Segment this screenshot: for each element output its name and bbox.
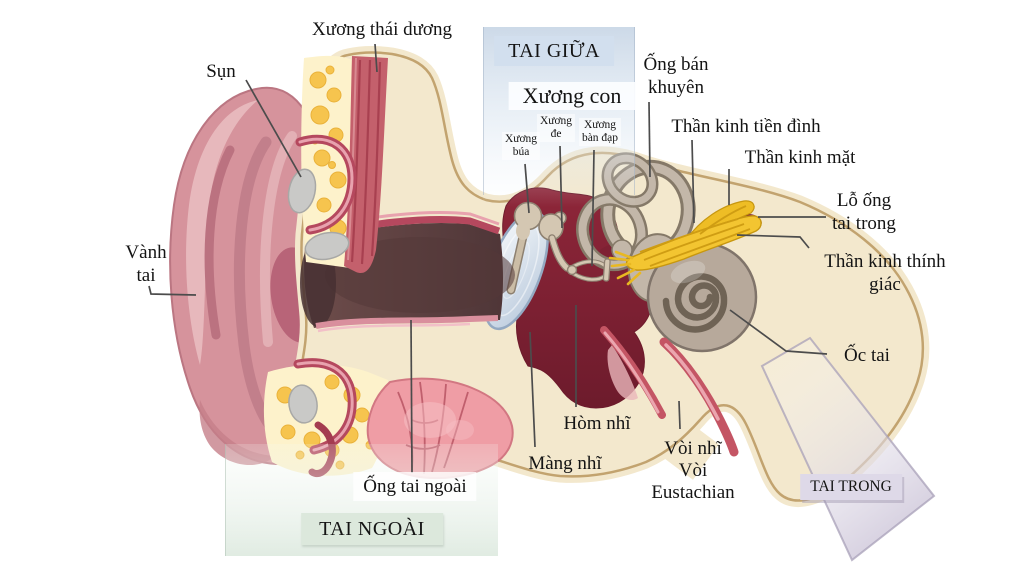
cartilage-illustration bbox=[287, 134, 357, 478]
leader-lines bbox=[148, 43, 828, 474]
leader-line-vestibular bbox=[691, 139, 695, 224]
label-auricle: Vành tai bbox=[125, 242, 167, 286]
label-incus: Xương đe bbox=[536, 114, 576, 142]
label-ear-canal: Ống tai ngoài bbox=[353, 472, 477, 501]
label-tympanic-cavity: Hòm nhĩ bbox=[563, 413, 631, 434]
label-eardrum: Màng nhĩ bbox=[528, 453, 602, 474]
label-stapes: Xương bàn đạp bbox=[578, 118, 622, 146]
leader-line-temporal-bone bbox=[374, 43, 378, 73]
leader-line-semicircular bbox=[648, 101, 651, 178]
leader-line-eustachian bbox=[678, 400, 681, 430]
auditory-nerve-illustration bbox=[608, 200, 762, 286]
leader-line-ear-canal bbox=[410, 319, 413, 474]
leader-line-malleus bbox=[524, 163, 530, 214]
region-header-outer-ear: TAI NGOÀI bbox=[301, 513, 443, 545]
leader-line-incus bbox=[559, 145, 563, 229]
region-header-middle-ear: TAI GIỮA bbox=[494, 36, 614, 66]
label-facial-nerve: Thần kinh mặt bbox=[744, 147, 856, 168]
label-cochlea: Ốc tai bbox=[844, 345, 890, 366]
incus-illustration bbox=[538, 211, 571, 272]
region-header-ossicles: Xương con bbox=[508, 82, 636, 110]
label-auditory-nerve: Thần kinh thính giác bbox=[824, 251, 946, 295]
label-temporal-bone: Xương thái dương bbox=[312, 19, 452, 40]
leader-line-cartilage bbox=[245, 79, 302, 178]
label-internal-acoustic-opening: Lỗ ống tai trong bbox=[832, 190, 896, 234]
leader-line-cochlea bbox=[729, 309, 828, 355]
leader-line-auricle bbox=[148, 285, 197, 296]
label-semicircular-canals: Ống bán khuyên bbox=[643, 54, 709, 98]
leader-line-auditory bbox=[736, 234, 810, 249]
eustachian-tube-illustration bbox=[600, 326, 739, 457]
leader-line-stapes bbox=[591, 149, 595, 267]
label-cartilage: Sụn bbox=[206, 61, 236, 82]
region-header-inner-ear: TAI TRONG bbox=[800, 474, 902, 500]
label-malleus: Xương búa bbox=[501, 132, 541, 160]
label-eustachian-tube: Vòi nhĩ Vòi Eustachian bbox=[651, 438, 735, 503]
label-vestibular-nerve: Thần kinh tiền đình bbox=[671, 116, 821, 137]
leader-line-eardrum bbox=[529, 331, 536, 448]
